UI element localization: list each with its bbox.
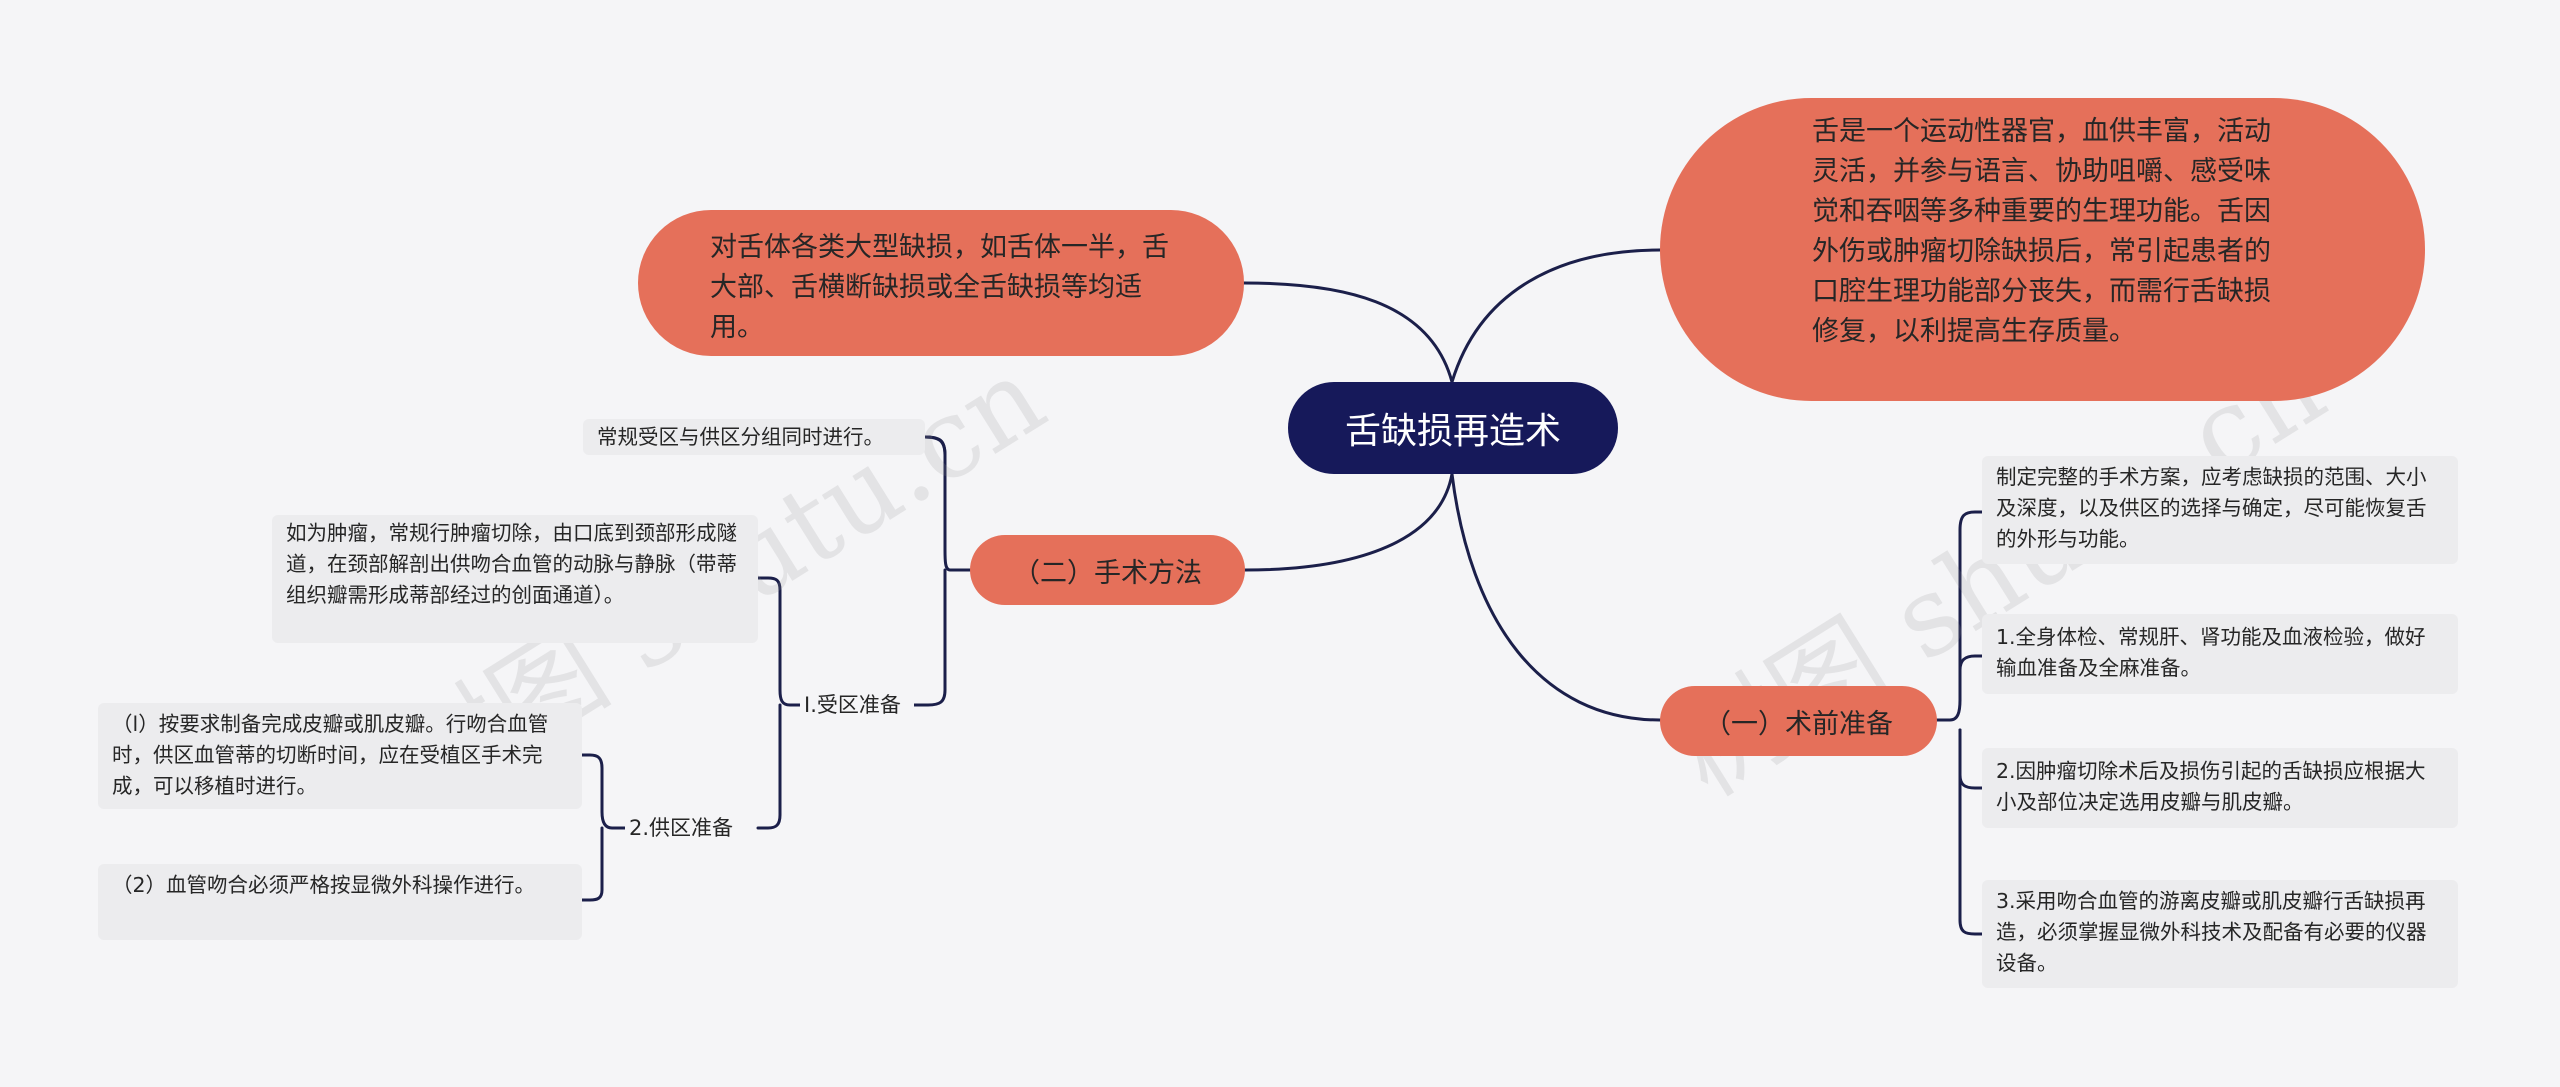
- donor-label-text: 2.供区准备: [629, 816, 734, 840]
- connector-method-top: [923, 435, 947, 457]
- connector-prep-item2: [1958, 728, 1984, 790]
- connector-root-prep: [1450, 472, 1662, 722]
- prep-item-2[interactable]: 1.全身体检、常规肝、肾功能及血液检验，做好输血准备及全麻准备。: [1982, 614, 2458, 694]
- prep-item-1[interactable]: 制定完整的手术方案，应考虑缺损的范围、大小及深度，以及供区的选择与确定，尽可能恢…: [1982, 456, 2458, 564]
- receiving-note-text: 如为肿瘤，常规行肿瘤切除，由口底到颈部形成隧道，在颈部解剖出供吻合血管的动脉与静…: [286, 521, 737, 607]
- connector-receiving-bracket: [756, 576, 802, 707]
- receiving-note[interactable]: 如为肿瘤，常规行肿瘤切除，由口底到颈部形成隧道，在颈部解剖出供吻合血管的动脉与静…: [272, 515, 758, 643]
- donor-label[interactable]: 2.供区准备: [625, 813, 755, 843]
- prep-item-2-text: 1.全身体检、常规肝、肾功能及血液检验，做好输血准备及全麻准备。: [1996, 625, 2426, 680]
- method-top-note[interactable]: 常规受区与供区分组同时进行。: [583, 419, 925, 455]
- prep-label: （一）术前准备: [1704, 708, 1893, 740]
- prep-item-4[interactable]: 3.采用吻合血管的游离皮瓣或肌皮瓣行舌缺损再造，必须掌握显微外科技术及配备有必要…: [1982, 880, 2458, 988]
- method-topic[interactable]: （二）手术方法: [970, 535, 1245, 605]
- receiving-label[interactable]: Ⅰ.受区准备: [800, 690, 914, 720]
- connector-root-intro-right: [1450, 248, 1662, 384]
- method-top-note-text: 常规受区与供区分组同时进行。: [597, 425, 884, 449]
- donor-item-1-text: （l）按要求制备完成皮瓣或肌皮瓣。行吻合血管时，供区血管蒂的切断时间，应在受植区…: [112, 712, 549, 798]
- connector-root-method: [1243, 472, 1454, 572]
- intro-left-bubble[interactable]: 对舌体各类大型缺损，如舌体一半，舌大部、舌横断缺损或全舌缺损等均适用。: [638, 210, 1244, 356]
- connector-prep-item3: [1958, 728, 1984, 936]
- intro-right-bubble[interactable]: 舌是一个运动性器官，血供丰富，活动灵活，并参与语言、协助咀嚼、感受味觉和吞咽等多…: [1660, 98, 2425, 401]
- connector-method-receiving: [912, 568, 947, 707]
- connector-receiving-donor: [756, 703, 782, 830]
- connector-donor-bracket: [580, 753, 627, 830]
- method-label: （二）手术方法: [1013, 557, 1202, 589]
- prep-item-3-text: 2.因肿瘤切除术后及损伤引起的舌缺损应根据大小及部位决定选用皮瓣与肌皮瓣。: [1996, 759, 2426, 814]
- connector-root-intro-left: [1242, 281, 1454, 384]
- prep-item-4-text: 3.采用吻合血管的游离皮瓣或肌皮瓣行舌缺损再造，必须掌握显微外科技术及配备有必要…: [1996, 889, 2427, 975]
- connector-prep-bracket: [1935, 510, 1984, 722]
- receiving-label-text: Ⅰ.受区准备: [804, 693, 901, 717]
- prep-item-3[interactable]: 2.因肿瘤切除术后及损伤引起的舌缺损应根据大小及部位决定选用皮瓣与肌皮瓣。: [1982, 748, 2458, 828]
- prep-item-1-text: 制定完整的手术方案，应考虑缺损的范围、大小及深度，以及供区的选择与确定，尽可能恢…: [1996, 465, 2427, 551]
- intro-right-text: 舌是一个运动性器官，血供丰富，活动灵活，并参与语言、协助咀嚼、感受味觉和吞咽等多…: [1812, 116, 2271, 347]
- donor-item-1[interactable]: （l）按要求制备完成皮瓣或肌皮瓣。行吻合血管时，供区血管蒂的切断时间，应在受植区…: [98, 703, 582, 809]
- root-title: 舌缺损再造术: [1344, 411, 1561, 452]
- connector-prep-item1: [1958, 654, 1984, 702]
- donor-item-2[interactable]: （2）血管吻合必须严格按显微外科操作进行。: [98, 864, 582, 940]
- root-topic[interactable]: 舌缺损再造术: [1288, 382, 1618, 474]
- connector-donor-item2: [580, 826, 604, 902]
- donor-item-2-text: （2）血管吻合必须严格按显微外科操作进行。: [112, 873, 536, 897]
- intro-left-text: 对舌体各类大型缺损，如舌体一半，舌大部、舌横断缺损或全舌缺损等均适用。: [710, 232, 1169, 343]
- prep-topic[interactable]: （一）术前准备: [1660, 686, 1937, 756]
